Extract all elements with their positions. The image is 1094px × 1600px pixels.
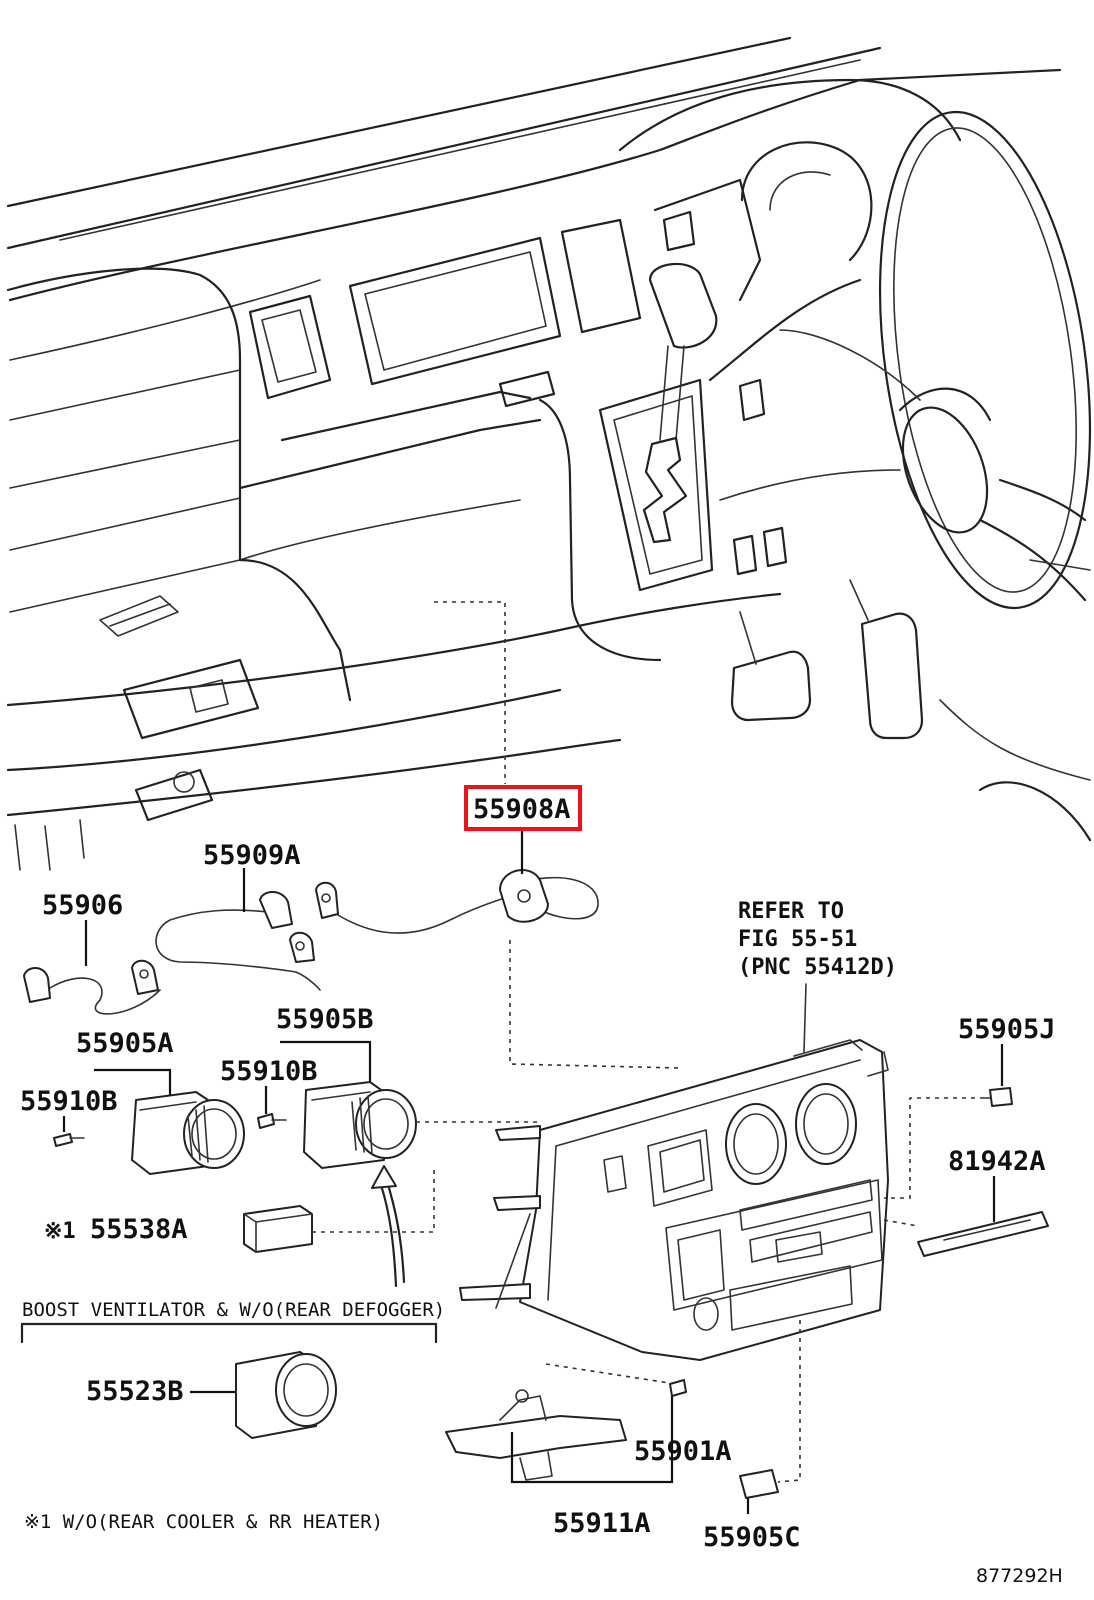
- label-55910b-left: 55910B: [20, 1086, 118, 1117]
- bracket-55911a: [445, 1363, 677, 1484]
- screw-55910b-left: [53, 1116, 85, 1147]
- refer-line-1: REFER TO: [738, 899, 844, 924]
- figure-number: 877292H: [976, 1565, 1063, 1587]
- footnote-mark-55538a: ※1: [44, 1219, 76, 1244]
- label-55910b-right: 55910B: [220, 1056, 318, 1087]
- control-knob-55905a: [94, 1068, 245, 1175]
- control-knob-55905b: [280, 1040, 540, 1169]
- center-cluster-bezel: [459, 983, 889, 1361]
- clip-55905c: [739, 1320, 801, 1514]
- assembly-arrow: [371, 1165, 406, 1288]
- label-55538a: 55538A: [90, 1214, 188, 1245]
- label-55523b: 55523B: [86, 1376, 184, 1407]
- label-55905c: 55905C: [703, 1522, 801, 1553]
- harness-55909a: [155, 868, 321, 991]
- screw-55901a: [669, 1379, 687, 1397]
- refer-line-2: FIG 55-51: [738, 927, 857, 952]
- label-55909a: 55909A: [203, 840, 301, 871]
- clip-55905j: [884, 1044, 1013, 1199]
- switch-55538a: [243, 1170, 435, 1253]
- label-55905j: 55905J: [958, 1014, 1056, 1045]
- note-boost-ventilator: BOOST VENTILATOR & W/O(REAR DEFOGGER): [22, 1299, 445, 1321]
- refer-line-3: (PNC 55412D): [738, 955, 897, 980]
- switch-55523b: [20, 1322, 438, 1439]
- plate-81942a: [883, 1176, 1049, 1257]
- label-55908a: 55908A: [473, 794, 571, 825]
- footnote-text: ※1 W/O(REAR COOLER & RR HEATER): [24, 1511, 383, 1533]
- highlighted-callout[interactable]: 55908A: [464, 785, 582, 831]
- label-55911a: 55911A: [553, 1508, 651, 1539]
- label-55905a: 55905A: [76, 1028, 174, 1059]
- dashboard-illustration: [6, 36, 1092, 871]
- harness-55906: [23, 920, 161, 1015]
- label-81942a: 81942A: [948, 1146, 1046, 1177]
- label-55905b: 55905B: [276, 1004, 374, 1035]
- highlight-box: [464, 785, 582, 831]
- label-55901a: 55901A: [634, 1436, 732, 1467]
- label-55906: 55906: [42, 890, 123, 921]
- harness-55908a: [315, 828, 599, 934]
- screw-55910b-right: [257, 1086, 287, 1129]
